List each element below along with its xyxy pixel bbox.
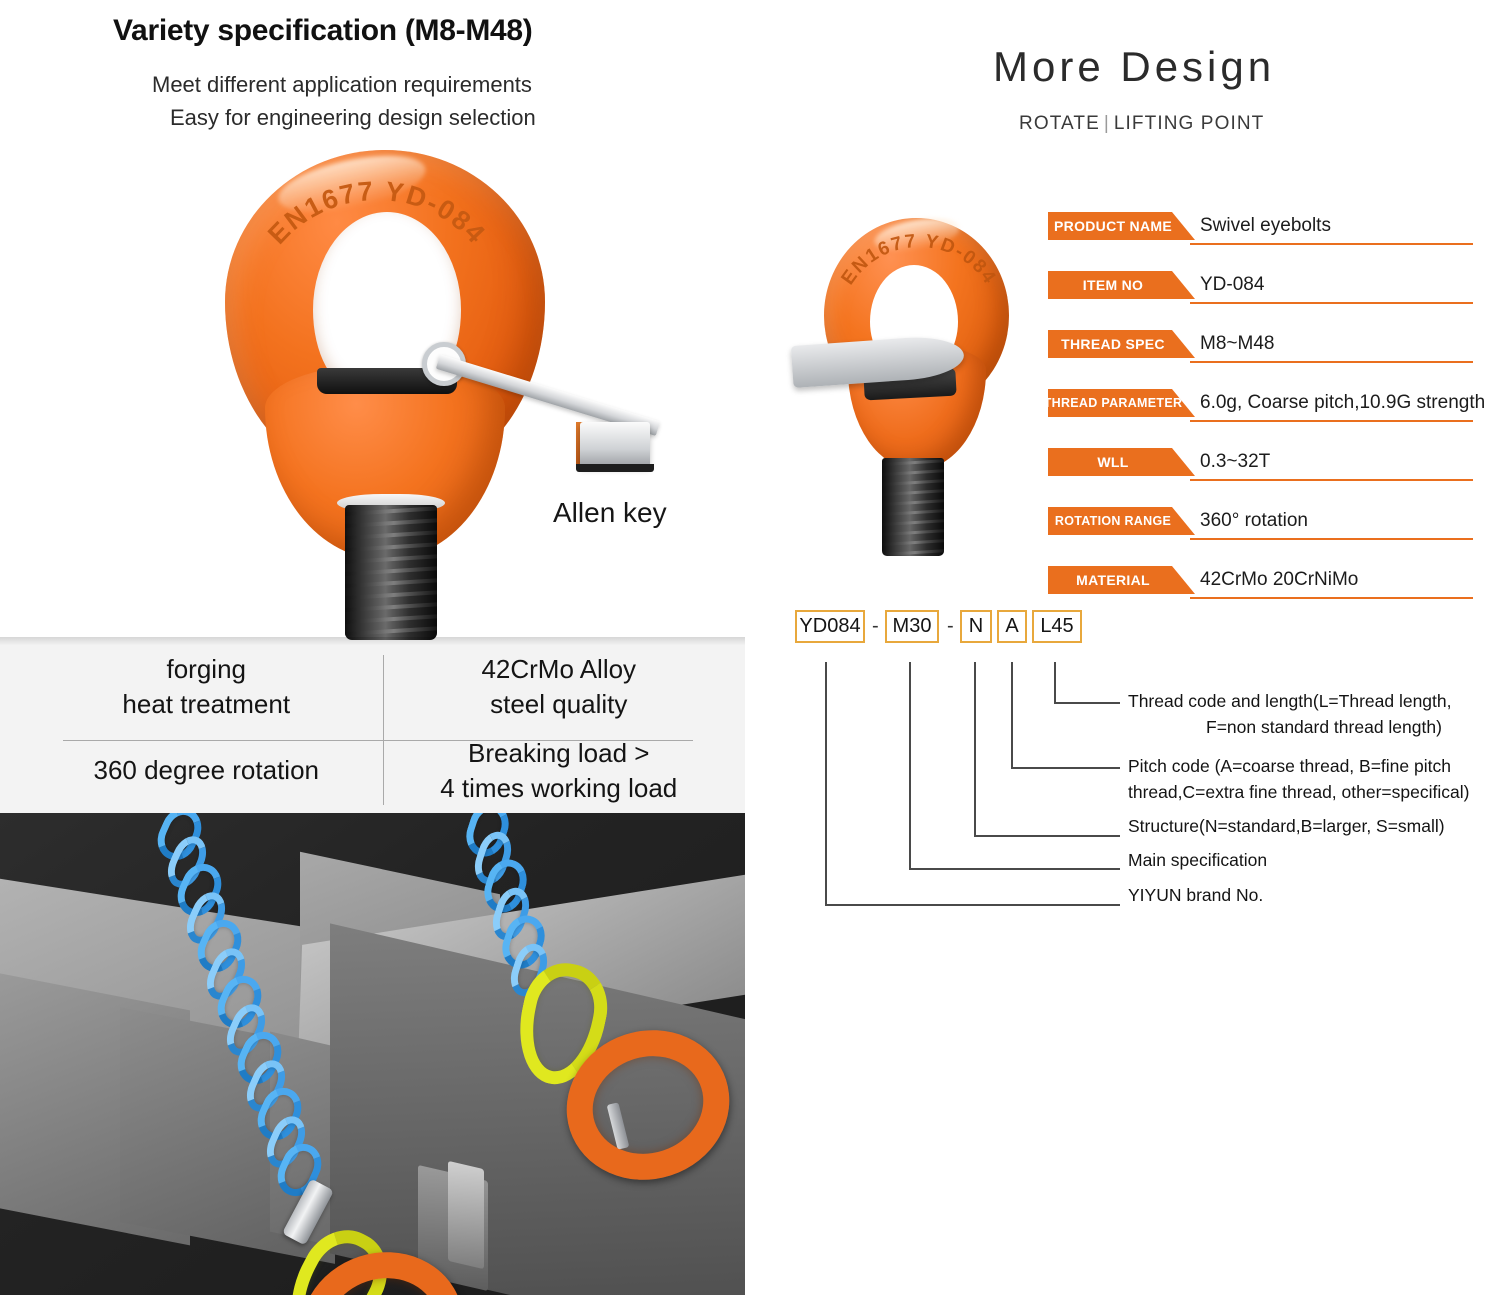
allen-key-head bbox=[580, 422, 650, 467]
code-legend-structure: Structure(N=standard,B=larger, S=small) bbox=[1128, 813, 1478, 839]
allen-key-head-base bbox=[576, 464, 654, 472]
feature-cell-line1: Breaking load > bbox=[468, 737, 650, 768]
code-part-spec: M30 bbox=[885, 610, 939, 643]
subtitle-line-1: Meet different application requirements bbox=[152, 72, 532, 97]
spec-row: THREAD PARAMETER 6.0g, Coarse pitch,10.9… bbox=[1048, 389, 1485, 448]
eyebolt-illustration: EN1677 YD-084 bbox=[225, 144, 555, 640]
spec-value-thread-parameter: 6.0g, Coarse pitch,10.9G strength bbox=[1200, 392, 1486, 413]
right-panel-title: More Design bbox=[993, 43, 1276, 90]
legend-line-1: Pitch code (A=coarse thread, B=fine pitc… bbox=[1128, 756, 1451, 776]
feature-table-horizontal-divider bbox=[63, 740, 693, 741]
subtitle-rotate: ROTATE bbox=[1019, 113, 1100, 134]
legend-line-1: Structure(N=standard,B=larger, S=small) bbox=[1128, 816, 1445, 836]
mini-eyebolt-marking: EN1677 YD-084 bbox=[838, 231, 1001, 289]
right-panel-subtitle: ROTATE|LIFTING POINT bbox=[1019, 113, 1264, 135]
spec-row: ROTATION RANGE 360° rotation bbox=[1048, 507, 1473, 566]
feature-cell-rotation: 360 degree rotation bbox=[0, 729, 373, 813]
feature-cell-forging: forging heat treatment bbox=[0, 645, 373, 729]
spec-label-product-name: PRODUCT NAME bbox=[1048, 212, 1195, 240]
subtitle-divider: | bbox=[1103, 113, 1110, 134]
feature-cell-material: 42CrMo Alloy steel quality bbox=[373, 645, 746, 729]
metal-bracket bbox=[448, 1160, 484, 1270]
spec-label-rotation-range: ROTATION RANGE bbox=[1048, 507, 1195, 535]
code-part-pitch: A bbox=[997, 610, 1027, 643]
spec-value-rotation-range: 360° rotation bbox=[1200, 510, 1308, 531]
spec-row-rule bbox=[1190, 302, 1473, 304]
hero-product-image: EN1677 YD-084 bbox=[210, 144, 740, 650]
legend-line-1: YIYUN brand No. bbox=[1128, 885, 1264, 905]
code-leader-lines bbox=[825, 662, 1120, 906]
spec-label-thread-spec: THREAD SPEC bbox=[1048, 330, 1195, 358]
svg-text:EN1677 YD-084: EN1677 YD-084 bbox=[262, 176, 492, 250]
code-legend-thread-length: Thread code and length(L=Thread length, … bbox=[1128, 688, 1478, 741]
spec-row-rule bbox=[1190, 538, 1473, 540]
subtitle-lifting-point: LIFTING POINT bbox=[1113, 113, 1265, 134]
spec-value-material: 42CrMo 20CrNiMo bbox=[1200, 569, 1359, 590]
feature-table: forging heat treatment 42CrMo Alloy stee… bbox=[0, 645, 745, 813]
spec-row-rule bbox=[1190, 243, 1473, 245]
code-part-structure: N bbox=[960, 610, 992, 643]
code-legend-pitch-code: Pitch code (A=coarse thread, B=fine pitc… bbox=[1128, 753, 1478, 806]
spec-row: MATERIAL 42CrMo 20CrNiMo bbox=[1048, 566, 1473, 625]
feature-cell-line1: 360 degree rotation bbox=[93, 755, 319, 786]
spec-label-material: MATERIAL bbox=[1048, 566, 1195, 594]
subtitle-line-2: Easy for engineering design selection bbox=[170, 105, 536, 130]
application-photo bbox=[0, 813, 745, 1295]
feature-cell-breaking-load: Breaking load > 4 times working load bbox=[373, 729, 746, 813]
spec-value-wll: 0.3~32T bbox=[1200, 451, 1271, 472]
spec-label-text: ITEM NO bbox=[1082, 277, 1144, 293]
legend-line-1: Main specification bbox=[1128, 850, 1268, 870]
feature-cell-line1: 42CrMo Alloy bbox=[481, 653, 637, 684]
legend-line-2: thread,C=extra fine thread, other=specif… bbox=[1128, 782, 1470, 803]
feature-cell-line2: heat treatment bbox=[122, 689, 291, 719]
spec-label-text: MATERIAL bbox=[1076, 572, 1150, 588]
code-legend-main-spec: Main specification bbox=[1128, 847, 1478, 873]
page-title: Variety specification (M8-M48) bbox=[113, 14, 533, 47]
mini-eyebolt-marking-text: EN1677 YD-084 bbox=[838, 231, 999, 289]
spec-row: THREAD SPEC M8~M48 bbox=[1048, 330, 1473, 389]
legend-line-2: F=non standard thread length) bbox=[1206, 717, 1442, 738]
feature-cell-line2: steel quality bbox=[490, 689, 628, 719]
spec-value-thread-spec: M8~M48 bbox=[1200, 333, 1275, 354]
code-part-thread-length: L45 bbox=[1032, 610, 1082, 643]
spec-row-rule bbox=[1190, 420, 1473, 422]
feature-cell-line2: 4 times working load bbox=[440, 773, 678, 803]
code-legend-brand-no: YIYUN brand No. bbox=[1128, 882, 1478, 908]
legend-line-1: Thread code and length(L=Thread length, bbox=[1128, 691, 1452, 711]
spec-row-rule bbox=[1190, 479, 1473, 481]
svg-text:EN1677 YD-084: EN1677 YD-084 bbox=[838, 231, 1001, 289]
allen-key-label: Allen key bbox=[553, 497, 667, 528]
product-code-diagram: YD084 - M30 - N A L45 Thread code and le… bbox=[790, 610, 1490, 920]
spec-row: PRODUCT NAME Swivel eyebolts bbox=[1048, 212, 1473, 271]
code-separator: - bbox=[947, 615, 954, 637]
spec-label-text: THREAD SPEC bbox=[1061, 336, 1165, 352]
feature-cell-line1: forging bbox=[166, 653, 247, 684]
spec-value-product-name: Swivel eyebolts bbox=[1200, 215, 1331, 236]
spec-label-text: WLL bbox=[1097, 454, 1129, 470]
spec-label-wll: WLL bbox=[1048, 448, 1195, 476]
spec-label-item-no: ITEM NO bbox=[1048, 271, 1195, 299]
feature-table-vertical-divider bbox=[383, 655, 384, 805]
spec-label-text: ROTATION RANGE bbox=[1054, 514, 1172, 528]
spec-row: ITEM NO YD-084 bbox=[1048, 271, 1473, 330]
code-separator: - bbox=[872, 615, 879, 637]
spec-value-item-no: YD-084 bbox=[1200, 274, 1265, 295]
spec-label-thread-parameter: THREAD PARAMETER bbox=[1048, 389, 1195, 417]
spec-row-rule bbox=[1190, 361, 1473, 363]
spec-label-text: THREAD PARAMETER bbox=[1043, 396, 1183, 410]
eyebolt-marking-text: EN1677 YD-084 bbox=[262, 176, 490, 250]
spec-row: WLL 0.3~32T bbox=[1048, 448, 1473, 507]
code-part-brand: YD084 bbox=[795, 610, 865, 643]
mini-product-image: EN1677 YD-084 bbox=[782, 210, 1042, 556]
specification-table: PRODUCT NAME Swivel eyebolts ITEM NO YD-… bbox=[1048, 212, 1485, 625]
mini-threaded-bolt bbox=[882, 458, 944, 556]
eyebolt-marking: EN1677 YD-084 bbox=[262, 176, 492, 250]
spec-label-text: PRODUCT NAME bbox=[1054, 218, 1172, 234]
spec-row-rule bbox=[1190, 597, 1473, 599]
threaded-bolt bbox=[345, 505, 437, 640]
